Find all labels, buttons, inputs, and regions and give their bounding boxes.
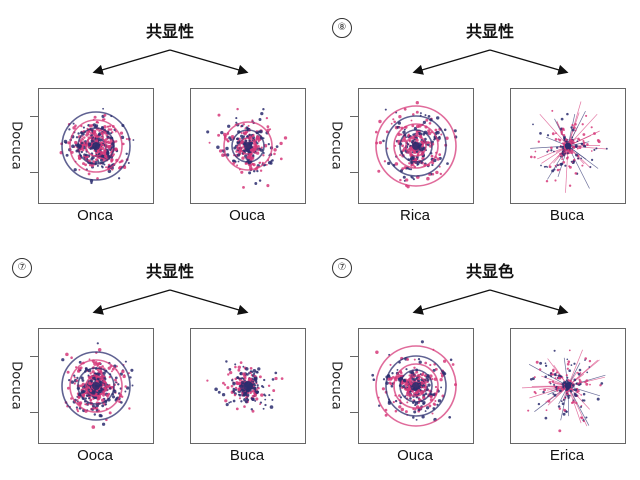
diagram-panel-1: 共显性 Docuca Onca Ouca (0, 0, 320, 240)
y-tick (30, 412, 38, 413)
y-axis-label: Docuca (328, 360, 344, 410)
left-plot-label: Rica (399, 207, 430, 224)
panel-marker: ⑦ (12, 258, 32, 278)
diagram-panel-3: ⑦ 共显性 Docuca Ooca Buca (0, 240, 320, 480)
y-axis-label: Docuca (8, 360, 24, 410)
panel-marker: ⑦ (332, 258, 352, 278)
panel-title: 共显性 (465, 22, 514, 41)
y-tick (350, 116, 358, 117)
left-scatter-plot (358, 328, 474, 444)
y-tick (30, 356, 38, 357)
y-tick (350, 172, 358, 173)
left-plot-label: Ooca (77, 447, 113, 464)
left-plot-label: Ouca (397, 447, 433, 464)
y-tick (350, 356, 358, 357)
left-scatter-plot (358, 88, 474, 204)
right-scatter-plot (190, 328, 306, 444)
panel-title: 共显性 (145, 262, 194, 281)
y-axis-label: Docuca (328, 120, 344, 170)
diagram-panel-4: ⑦ 共显色 Docuca Ouca Erica (320, 240, 640, 480)
branch-arrows (412, 289, 569, 315)
right-plot-label: Buca (229, 447, 265, 464)
y-axis-label: Docuca (8, 120, 24, 170)
left-scatter-plot (38, 328, 154, 444)
right-plot-label: Ouca (229, 207, 265, 224)
right-scatter-plot (510, 88, 626, 204)
panel-title: 共显性 (145, 22, 194, 41)
panel-marker: ⑧ (332, 18, 352, 38)
left-plot-label: Onca (77, 207, 113, 224)
right-scatter-plot (190, 88, 306, 204)
left-scatter-plot (38, 88, 154, 204)
y-tick (30, 116, 38, 117)
panel-title: 共显色 (465, 262, 514, 281)
branch-arrows (412, 49, 569, 75)
right-plot-label: Erica (549, 447, 585, 464)
branch-arrows (92, 289, 249, 315)
branch-arrows (92, 49, 249, 75)
right-plot-label: Buca (549, 207, 585, 224)
y-tick (30, 172, 38, 173)
y-tick (350, 412, 358, 413)
diagram-panel-2: ⑧ 共显性 Docuca Rica Buca (320, 0, 640, 240)
right-scatter-plot (510, 328, 626, 444)
